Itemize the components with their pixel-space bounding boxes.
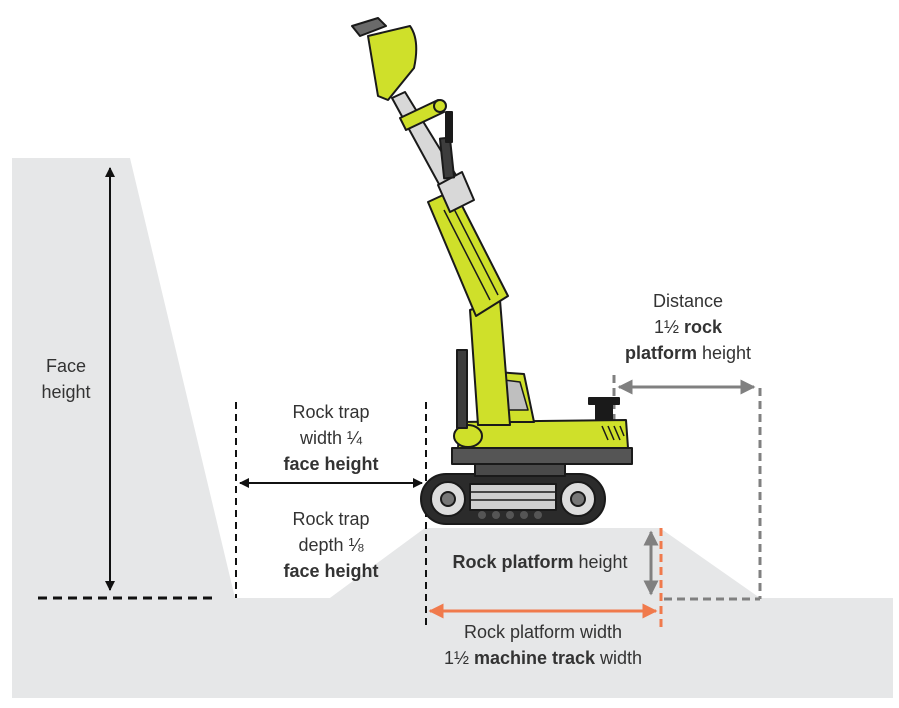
face-height-line2: height	[41, 382, 91, 402]
distance-line3-bold: platform	[624, 343, 697, 363]
platform-width-line2-pre: 1½	[443, 648, 474, 668]
excavator-boom	[469, 299, 511, 426]
face-height-label: Face height	[30, 353, 102, 405]
distance-line2-pre: 1½	[653, 317, 684, 337]
trap-width-label: Rock trap width ¼ face height	[256, 399, 406, 477]
face-height-line1: Face	[45, 356, 87, 376]
distance-line1: Distance	[652, 291, 724, 311]
platform-width-label: Rock platform width 1½ machine track wid…	[408, 619, 678, 671]
excavator-bucket	[367, 25, 418, 101]
distance-line3-post: height	[696, 343, 752, 363]
rock-platform-fill	[330, 528, 660, 598]
platform-width-line2-bold: machine track	[473, 648, 596, 668]
trap-depth-label: Rock trap depth ⅛ face height	[256, 506, 406, 584]
trap-width-line2: width ¼	[299, 428, 363, 448]
excavator	[351, 17, 633, 525]
trap-depth-line1: Rock trap	[292, 509, 370, 529]
platform-height-label: Rock platform height	[434, 549, 646, 575]
trap-depth-line3: face height	[283, 561, 379, 581]
distance-line2-bold: rock	[684, 317, 723, 337]
quarry-face-ground	[12, 158, 893, 698]
platform-width-line2-post: width	[595, 648, 643, 668]
platform-width-line1: Rock platform width	[463, 622, 623, 642]
trap-depth-line2: depth ⅛	[298, 535, 364, 555]
trap-width-line1: Rock trap	[292, 402, 370, 422]
platform-height-bold: Rock platform	[452, 552, 574, 572]
trap-width-line3: face height	[283, 454, 379, 474]
platform-height-post: height	[573, 552, 628, 572]
distance-label: Distance 1½ rock platform height	[598, 288, 778, 366]
